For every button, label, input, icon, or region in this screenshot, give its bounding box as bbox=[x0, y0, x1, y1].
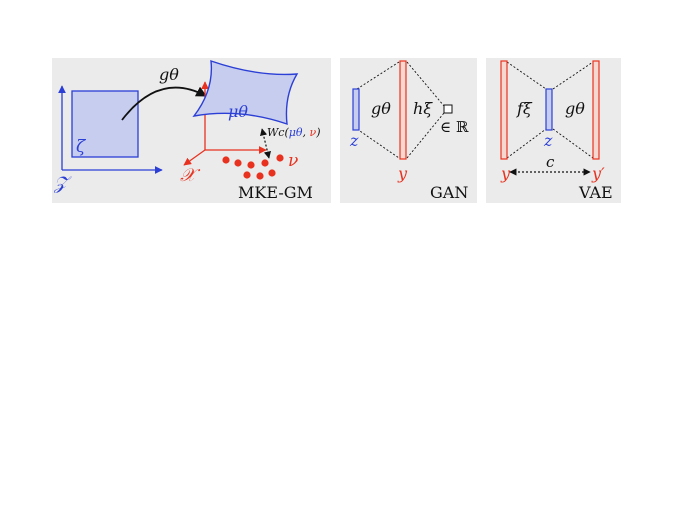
vae-output-bar bbox=[592, 60, 600, 160]
target-sample-dot bbox=[247, 161, 255, 169]
vae-connector bbox=[506, 128, 547, 159]
latent-square bbox=[71, 90, 139, 158]
vae-connector bbox=[552, 128, 594, 159]
gan-data-bar bbox=[399, 60, 407, 160]
distance-arrow bbox=[260, 128, 271, 159]
target-sample-dot bbox=[243, 171, 251, 179]
vae-cost-label: c bbox=[546, 153, 555, 171]
target-sample-dot bbox=[256, 172, 264, 180]
distance-nu: ν bbox=[310, 126, 317, 139]
gan-connector bbox=[406, 61, 445, 107]
vae-latent-bar bbox=[545, 88, 553, 131]
gan-generator-label: gθ bbox=[371, 99, 391, 118]
gan-connector bbox=[356, 61, 400, 90]
gan-connector bbox=[406, 112, 445, 159]
pushforward-manifold bbox=[192, 59, 299, 126]
panel-mke-gm: ζ 𝒵 gθ 𝒳 μθ Wc(μθ, ν) ν MKE-GM bbox=[52, 58, 331, 203]
vae-input-label: y bbox=[500, 164, 511, 183]
gan-connectors bbox=[356, 61, 445, 159]
pushforward-label: μθ bbox=[228, 102, 248, 121]
target-label: ν bbox=[288, 151, 298, 171]
vae-output-label: y′ bbox=[591, 164, 605, 183]
panel-vae-title: VAE bbox=[578, 183, 613, 202]
gan-connector bbox=[356, 128, 400, 159]
vae-connectors bbox=[506, 61, 594, 159]
panel-gan-title: GAN bbox=[430, 183, 468, 202]
distance-comma: , bbox=[303, 126, 310, 139]
vae-encoder-label: fξ bbox=[516, 99, 533, 118]
target-sample-dot bbox=[261, 159, 269, 167]
gan-latent-label: z bbox=[349, 131, 359, 150]
generator-map-arrow bbox=[121, 86, 207, 121]
panel-gan: z gθ y hξ ∈ ℝ GAN bbox=[340, 58, 477, 203]
distance-prefix: Wc( bbox=[267, 126, 289, 139]
distance-label: Wc(μθ, ν) bbox=[267, 126, 321, 139]
target-sample-dot bbox=[234, 159, 242, 167]
vae-latent-label: z bbox=[543, 131, 553, 150]
target-sample-dot bbox=[222, 156, 230, 164]
vae-input-bar bbox=[500, 60, 508, 160]
gan-output-box bbox=[443, 104, 453, 114]
target-sample-dot bbox=[276, 154, 284, 162]
data-axis-depth bbox=[183, 149, 206, 166]
latent-variable-zeta: ζ bbox=[76, 137, 87, 157]
target-sample-dot bbox=[268, 169, 276, 177]
panel-vae: y fξ z gθ y′ c VAE bbox=[486, 58, 621, 203]
gan-output-label: ∈ ℝ bbox=[440, 118, 469, 136]
generator-map-label: gθ bbox=[159, 65, 179, 84]
latent-space-label: 𝒵 bbox=[53, 173, 72, 194]
target-samples bbox=[222, 154, 284, 180]
panel-gan-background bbox=[340, 58, 477, 203]
panel-mke-title: MKE-GM bbox=[238, 183, 313, 202]
distance-suffix: ) bbox=[315, 126, 320, 139]
gan-discriminator-label: hξ bbox=[413, 99, 433, 118]
gan-data-label: y bbox=[397, 164, 408, 183]
distance-mu: μθ bbox=[289, 126, 303, 139]
vae-connector bbox=[552, 61, 594, 90]
vae-decoder-label: gθ bbox=[565, 99, 585, 118]
gan-latent-bar bbox=[352, 88, 360, 131]
